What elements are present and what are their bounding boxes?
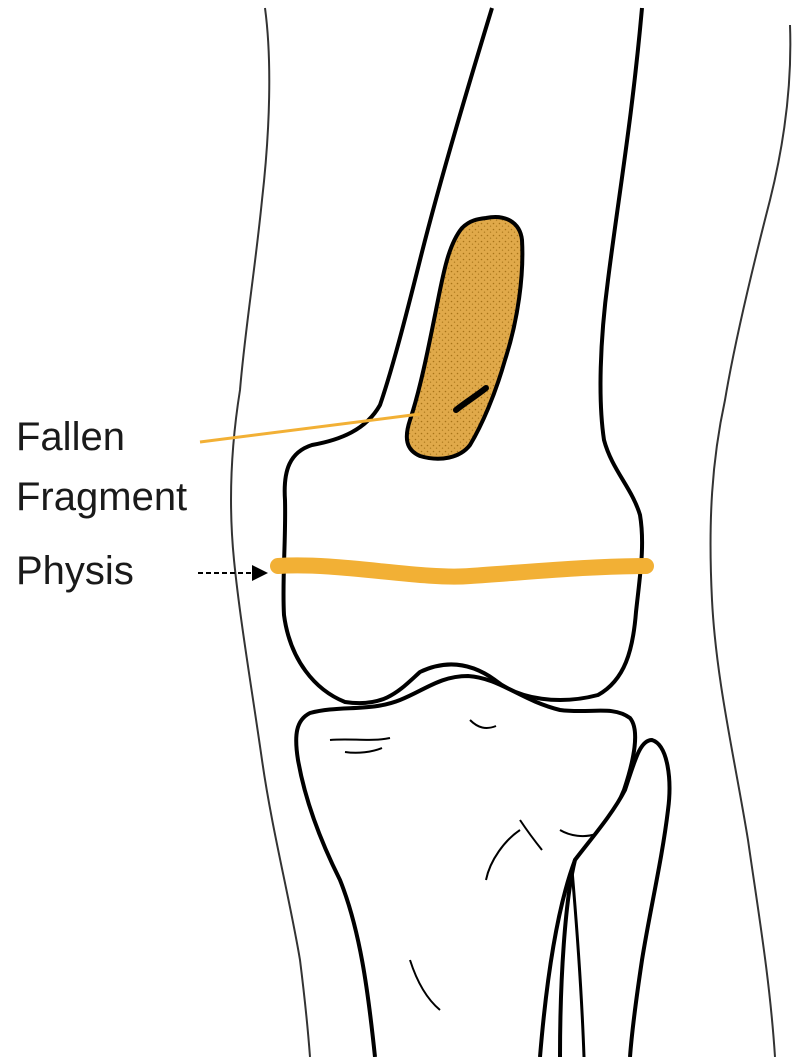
physis-arrowhead [252,565,268,581]
skin-outline-right [711,25,791,1057]
label-fallen: Fallen [16,415,125,459]
label-physis: Physis [16,549,134,593]
label-fragment: Fragment [16,475,187,519]
